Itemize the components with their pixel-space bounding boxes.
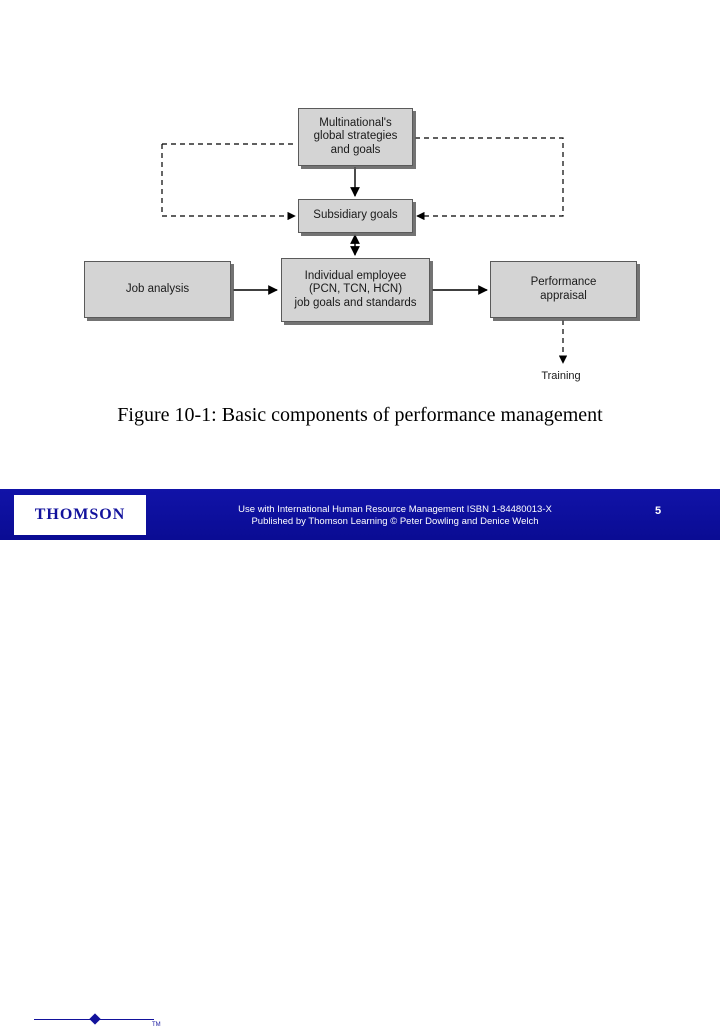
node-subsidiary-goals[interactable]: Subsidiary goals — [298, 199, 413, 233]
connector-feedback-right — [415, 137, 564, 221]
footer-line-2: Published by Thomson Learning © Peter Do… — [251, 516, 539, 527]
footer-attribution: Use with International Human Resource Ma… — [160, 504, 630, 528]
node-individual-employee[interactable]: Individual employee(PCN, TCN, HCN)job go… — [281, 258, 430, 322]
label-training: Training — [541, 370, 581, 382]
thomson-logo-text: THOMSON — [34, 506, 126, 523]
node-individual-employee-label: Individual employee(PCN, TCN, HCN)job go… — [294, 269, 417, 309]
page-number: 5 — [655, 505, 662, 517]
connector-feedback-left — [161, 144, 296, 221]
node-job-analysis-label: Job analysis — [125, 282, 190, 295]
diagram-connectors — [161, 137, 568, 364]
trademark-mark: TM — [152, 1022, 161, 1028]
node-subsidiary-goals-label: Subsidiary goals — [313, 209, 398, 222]
thomson-logo: THOMSON TM — [14, 495, 161, 1028]
node-job-analysis[interactable]: Job analysis — [84, 261, 231, 318]
footer-line-1: Use with International Human Resource Ma… — [238, 504, 552, 515]
figure-caption: Figure 10-1: Basic components of perform… — [117, 404, 603, 426]
diamond-icon — [89, 1013, 101, 1025]
